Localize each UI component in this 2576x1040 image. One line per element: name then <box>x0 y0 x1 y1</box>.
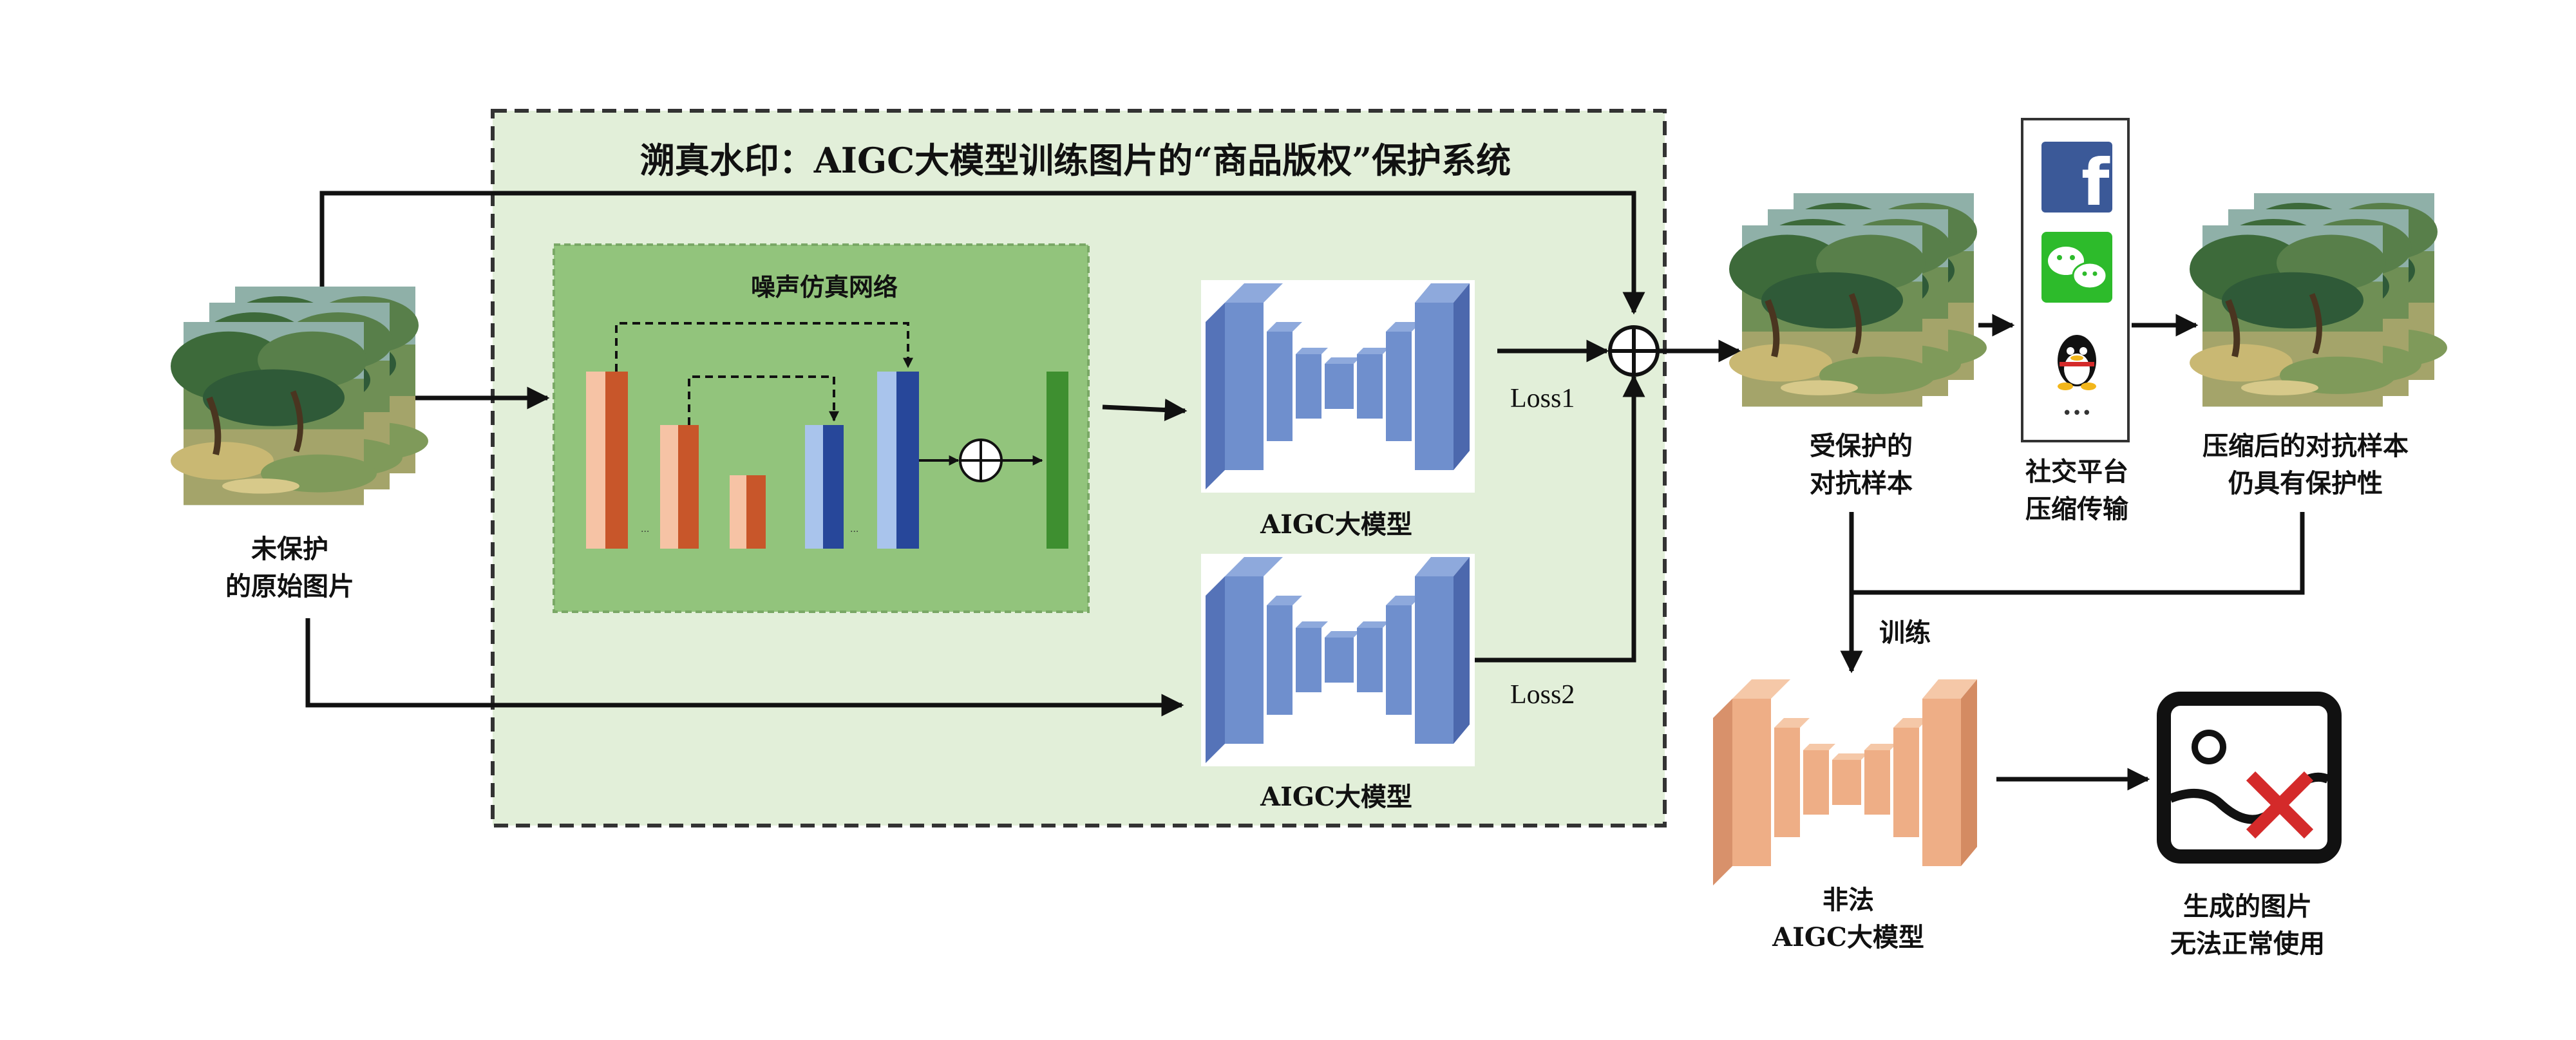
loss2-label: Loss2 <box>1510 680 1575 710</box>
svg-text:···: ··· <box>641 527 649 537</box>
facebook-glyph: f <box>2081 145 2110 220</box>
noise-network-layers: ··· ··· <box>586 372 1068 549</box>
result-label: 生成的图片 无法正常使用 <box>2170 891 2325 959</box>
aigc-model-2-label: AIGC大模型 <box>1260 782 1412 812</box>
broken-image-icon <box>2157 692 2342 864</box>
original-images-label: 未保护 的原始图片 <box>225 534 354 601</box>
illegal-aigc-model <box>1713 679 1977 885</box>
illegal-model-label: 非法 AIGC大模型 <box>1772 885 1924 952</box>
noise-network-label: 噪声仿真网络 <box>750 272 898 301</box>
protected-samples-label: 受保护的 对抗样本 <box>1810 431 1913 498</box>
compressed-samples-label: 压缩后的对抗样本 仍具有保护性 <box>2202 431 2409 498</box>
more-icon: ••• <box>2062 404 2092 423</box>
original-images <box>171 287 428 505</box>
train-label: 训练 <box>1879 618 1931 648</box>
aigc-model-1-label: AIGC大模型 <box>1260 509 1412 540</box>
qq-icon <box>2058 335 2096 390</box>
compressed-samples <box>2190 193 2447 406</box>
protected-samples <box>1729 193 1987 406</box>
diagram-title: 溯真水印：AIGC大模型训练图片的“商品版权”保护系统 <box>639 140 1511 181</box>
svg-text:···: ··· <box>850 527 858 537</box>
facebook-icon <box>2041 142 2112 213</box>
social-platform-label: 社交平台 压缩传输 <box>2025 457 2128 524</box>
loss1-label: Loss1 <box>1510 384 1575 413</box>
